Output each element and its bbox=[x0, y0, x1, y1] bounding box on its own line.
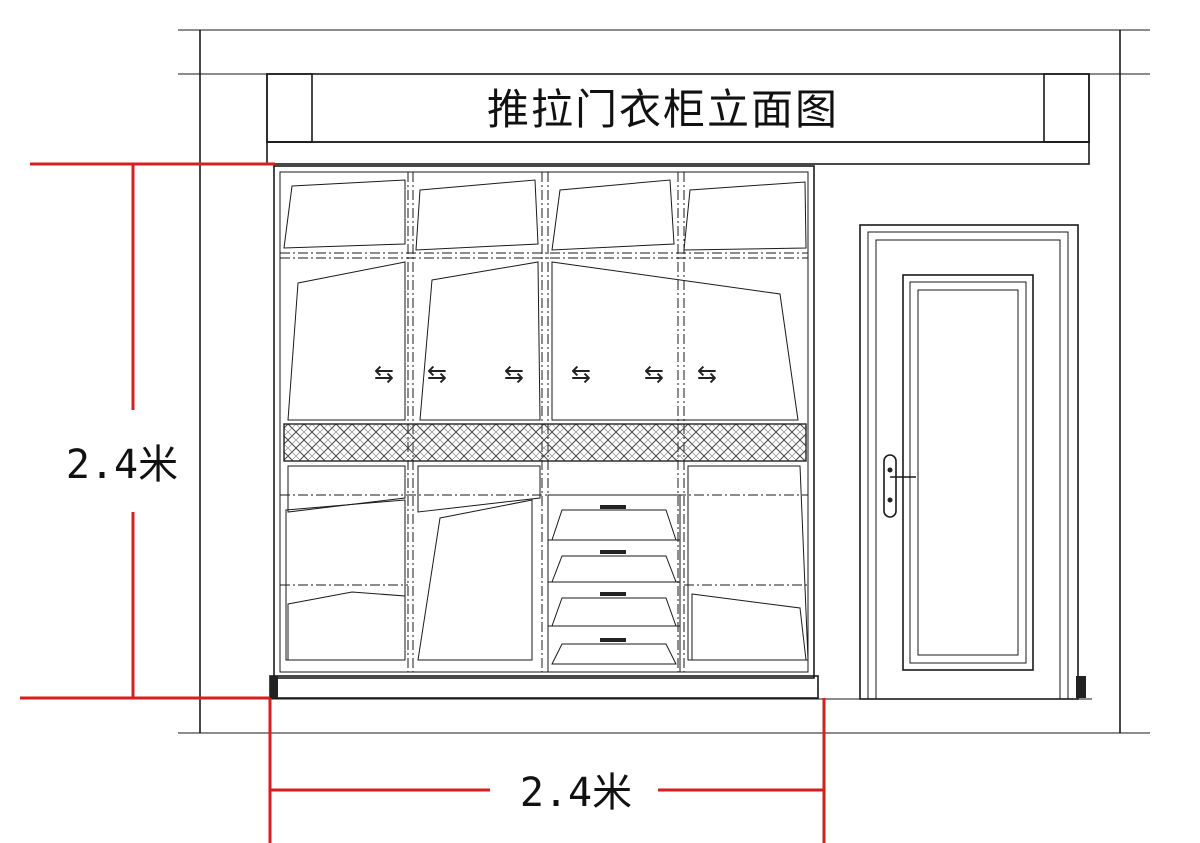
height-dimension-label: 2.4米 bbox=[66, 442, 178, 488]
drawer-handle bbox=[600, 550, 626, 554]
sliding-direction-arrows: ⇆ ⇆ ⇆ ⇆ ⇆ ⇆ bbox=[374, 360, 717, 388]
drawer-handle bbox=[600, 505, 626, 509]
slide-arrow-icon: ⇆ bbox=[644, 360, 664, 388]
height-dimension: 2.4米 bbox=[20, 162, 275, 700]
drawer-handle bbox=[600, 638, 626, 642]
door-handle-icon bbox=[883, 454, 916, 518]
door-dividers bbox=[407, 172, 685, 672]
slide-arrow-icon: ⇆ bbox=[571, 360, 591, 388]
width-dimension: 2.4米 bbox=[268, 698, 826, 843]
drawing-title: 推拉门衣柜立面图 bbox=[487, 85, 839, 134]
drawer-stack bbox=[547, 494, 681, 673]
drawer-handle bbox=[600, 592, 626, 596]
slide-arrow-icon: ⇆ bbox=[374, 360, 394, 388]
interior-shelves bbox=[280, 252, 808, 586]
slide-arrow-icon: ⇆ bbox=[504, 360, 524, 388]
width-dimension-label: 2.4米 bbox=[520, 770, 632, 816]
slide-arrow-icon: ⇆ bbox=[697, 360, 717, 388]
interior-door bbox=[859, 224, 1086, 700]
slide-arrow-icon: ⇆ bbox=[427, 360, 447, 388]
door-glass-reflections bbox=[283, 179, 809, 661]
header-beam: 推拉门衣柜立面图 bbox=[266, 73, 1090, 165]
sliding-wardrobe: ⇆ ⇆ ⇆ ⇆ ⇆ ⇆ bbox=[269, 165, 819, 699]
rattan-panel bbox=[283, 423, 807, 462]
